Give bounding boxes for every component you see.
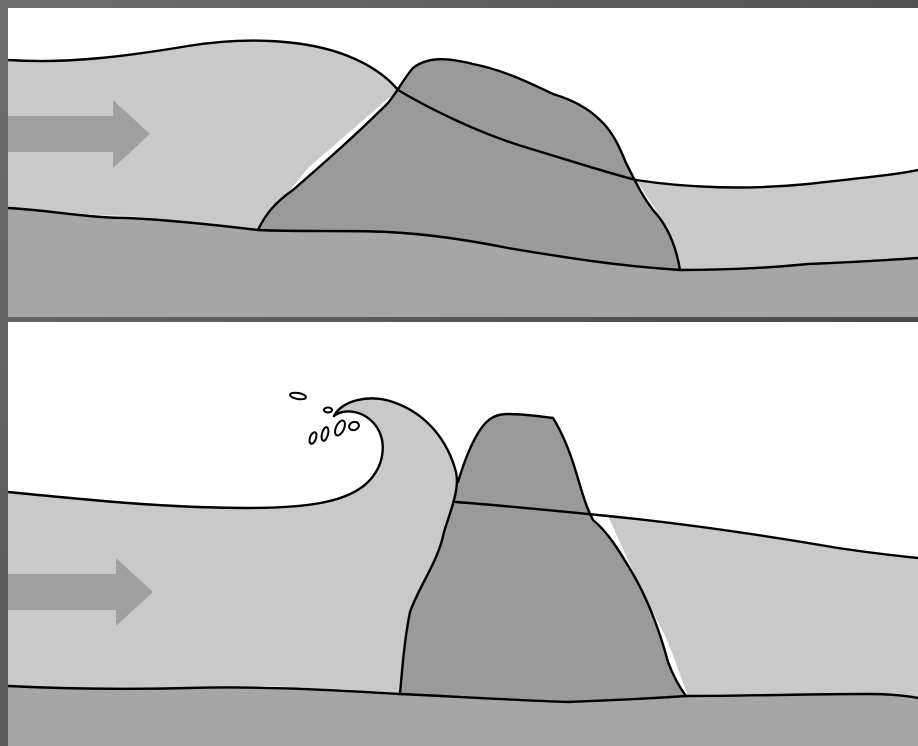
spray-droplets: [290, 392, 360, 445]
spray-drop: [320, 426, 329, 441]
spray-drop: [290, 392, 307, 401]
spray-drop: [348, 421, 360, 432]
spray-drop: [308, 431, 318, 444]
panel-wave-breaking-on-emergent-rock: [8, 322, 918, 746]
water-left: [8, 398, 457, 694]
panel-wave-over-submerged-reef: [8, 8, 918, 317]
panel-top-illustration: [8, 8, 918, 317]
spray-drop: [324, 408, 332, 413]
spray-drop: [333, 419, 347, 437]
panel-bottom-illustration: [8, 322, 918, 746]
water-surface-line: [8, 411, 383, 508]
